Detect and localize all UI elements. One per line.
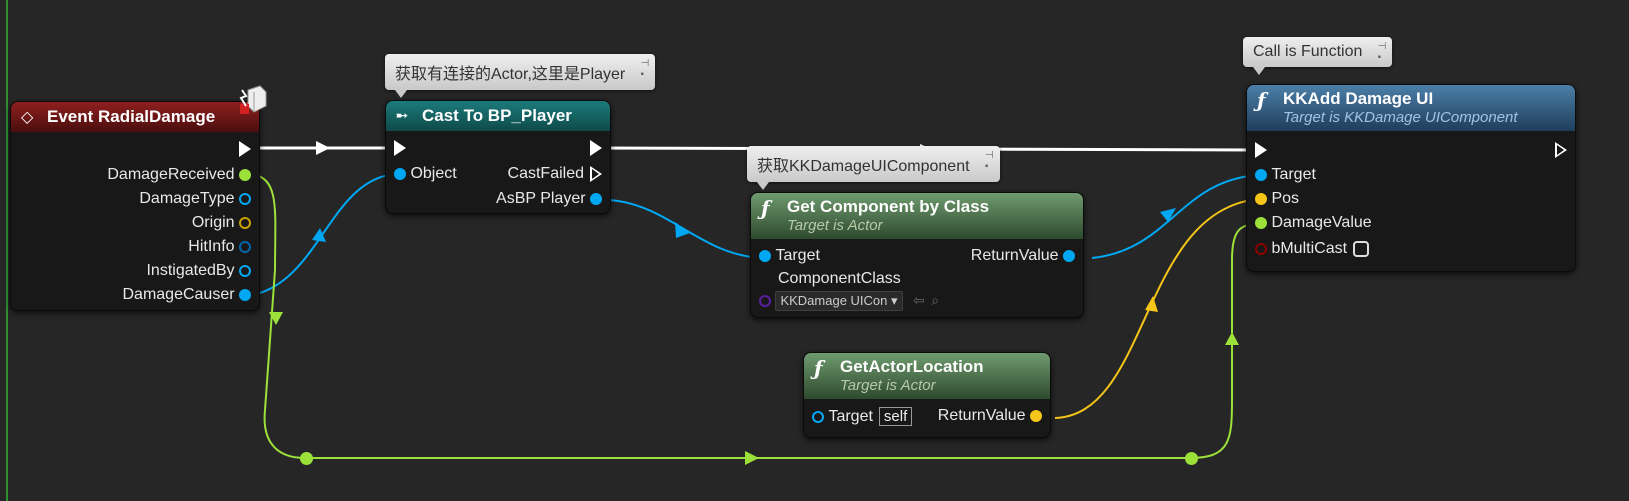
use-selected-arrow-icon[interactable]: ⇦ xyxy=(913,292,925,308)
comment-bubble-getcomp[interactable]: 获取KKDamageUIComponent⊣▪ xyxy=(747,146,1000,190)
wire-arrow xyxy=(675,222,690,238)
function-icon: ƒ xyxy=(814,356,823,380)
node-title: Cast To BP_Player xyxy=(422,106,572,125)
class-pin-dot[interactable] xyxy=(759,294,771,307)
browse-search-icon[interactable]: ⌕ xyxy=(931,292,940,308)
node-title: GetActorLocation xyxy=(840,357,984,376)
object-pin-dot[interactable] xyxy=(239,193,251,205)
object-pin-dot[interactable] xyxy=(812,410,824,423)
node-header: ƒ Get Component by Class Target is Actor xyxy=(751,193,1083,239)
exec-out-pin[interactable] xyxy=(590,140,602,156)
pin-comment-icon[interactable]: ⊣▪ xyxy=(640,58,650,80)
pin-component-class[interactable]: KKDamage UICon ▾ ⇦ ⌕ xyxy=(759,291,939,311)
vector-pin-dot[interactable] xyxy=(239,217,251,229)
node-title: KKAdd Damage UI xyxy=(1283,89,1434,108)
node-subtitle: Target is Actor xyxy=(840,377,936,394)
wire-arrow xyxy=(745,451,759,465)
event-radial-damage-node[interactable]: ◇ Event RadialDamage DamageReceived Dama… xyxy=(10,101,260,311)
event-diamond-icon: ◇ xyxy=(21,107,34,126)
vector-pin-dot[interactable] xyxy=(1030,410,1042,422)
node-header: ƒ GetActorLocation Target is Actor xyxy=(804,353,1050,399)
pin-instigated-by[interactable]: InstigatedBy xyxy=(146,262,251,280)
kk-add-damage-ui-node[interactable]: ƒ KKAdd Damage UI Target is KKDamage UIC… xyxy=(1246,84,1576,272)
vector-wire-location-to-pos xyxy=(1054,198,1260,419)
graph-edge-line xyxy=(6,0,8,501)
pin-damage-type[interactable]: DamageType xyxy=(139,190,251,208)
object-wire-component-to-damage-ui xyxy=(1091,174,1260,259)
bmulticast-checkbox[interactable] xyxy=(1353,241,1370,257)
reroute-node-right[interactable] xyxy=(1185,452,1198,465)
wire-arrow xyxy=(1160,208,1176,222)
pin-object[interactable]: Object xyxy=(394,165,457,183)
node-header: ◇ Event RadialDamage xyxy=(11,102,259,132)
object-wire-causer-to-cast xyxy=(252,173,396,296)
exec-out-pin[interactable] xyxy=(239,141,251,157)
pin-hit-info[interactable]: HitInfo xyxy=(188,238,251,256)
bool-pin-dot[interactable] xyxy=(1255,243,1267,255)
get-actor-location-node[interactable]: ƒ GetActorLocation Target is Actor Targe… xyxy=(803,352,1051,438)
function-icon: ƒ xyxy=(1257,88,1266,112)
comment-bubble-cast[interactable]: 获取有连接的Actor,这里是Player⊣▪ xyxy=(385,54,656,98)
pin-comment-icon[interactable]: ⊣▪ xyxy=(1377,41,1387,63)
exec-in-pin[interactable] xyxy=(1255,142,1267,158)
pin-component-class-label: ComponentClass xyxy=(778,270,901,287)
wire-arrow xyxy=(1145,296,1158,312)
pin-comment-icon[interactable]: ⊣▪ xyxy=(984,150,994,172)
pin-pos[interactable]: Pos xyxy=(1255,190,1299,208)
pin-cast-failed[interactable]: CastFailed xyxy=(507,165,584,182)
exec-out-pin-hollow[interactable] xyxy=(590,166,602,182)
pin-damage-causer[interactable]: DamageCauser xyxy=(122,286,251,304)
wire-arrow xyxy=(312,228,326,242)
object-pin-dot[interactable] xyxy=(239,289,251,301)
object-pin-dot[interactable] xyxy=(394,168,406,180)
object-pin-dot[interactable] xyxy=(1255,169,1267,181)
cast-arrow-icon: ➸ xyxy=(396,108,408,124)
node-title: Get Component by Class xyxy=(787,197,990,216)
pin-origin[interactable]: Origin xyxy=(192,214,251,232)
cast-to-bp-player-node[interactable]: ➸ Cast To BP_Player Object CastFailed As… xyxy=(385,100,611,214)
float-pin-dot[interactable] xyxy=(239,169,251,181)
node-header: ƒ KKAdd Damage UI Target is KKDamage UIC… xyxy=(1247,85,1575,131)
wire-arrow xyxy=(269,312,283,325)
exec-out-pin-hollow[interactable] xyxy=(1555,142,1567,158)
vector-pin-dot[interactable] xyxy=(1255,193,1267,205)
function-icon: ƒ xyxy=(761,196,770,220)
pin-return-value[interactable]: ReturnValue xyxy=(938,407,1042,425)
pin-damage-value[interactable]: DamageValue xyxy=(1255,214,1372,232)
float-pin-dot[interactable] xyxy=(1255,217,1267,229)
pin-as-bp-player[interactable]: AsBP Player xyxy=(496,190,602,208)
exec-in-pin[interactable] xyxy=(394,140,406,156)
node-subtitle: Target is Actor xyxy=(787,217,883,234)
self-default-box: self xyxy=(878,407,913,426)
comment-bubble-damage-ui[interactable]: Call is Function⊣▪ xyxy=(1243,37,1393,75)
object-pin-dot[interactable] xyxy=(590,193,602,205)
pin-damage-received[interactable]: DamageReceived xyxy=(107,166,251,184)
network-authority-icon xyxy=(238,84,268,116)
wire-arrow xyxy=(1225,332,1239,345)
exec-wire-arrow xyxy=(316,141,330,155)
object-pin-dot[interactable] xyxy=(239,265,251,277)
pin-target[interactable]: Target xyxy=(759,247,820,265)
pin-b-multicast[interactable]: bMultiCast xyxy=(1255,240,1370,258)
node-subtitle: Target is KKDamage UIComponent xyxy=(1283,109,1518,126)
get-component-by-class-node[interactable]: ƒ Get Component by Class Target is Actor… xyxy=(750,192,1084,318)
pin-return-value[interactable]: ReturnValue xyxy=(971,247,1075,265)
reroute-node-left[interactable] xyxy=(300,452,313,465)
struct-pin-dot[interactable] xyxy=(239,241,251,253)
component-class-select[interactable]: KKDamage UICon ▾ xyxy=(775,291,903,311)
node-header: ➸ Cast To BP_Player xyxy=(386,101,610,131)
pin-target[interactable]: Target xyxy=(1255,166,1316,184)
object-wire-player-to-getcomp xyxy=(609,199,763,259)
node-title: Event RadialDamage xyxy=(47,107,216,126)
object-pin-dot[interactable] xyxy=(1063,250,1075,262)
object-pin-dot[interactable] xyxy=(759,250,771,262)
